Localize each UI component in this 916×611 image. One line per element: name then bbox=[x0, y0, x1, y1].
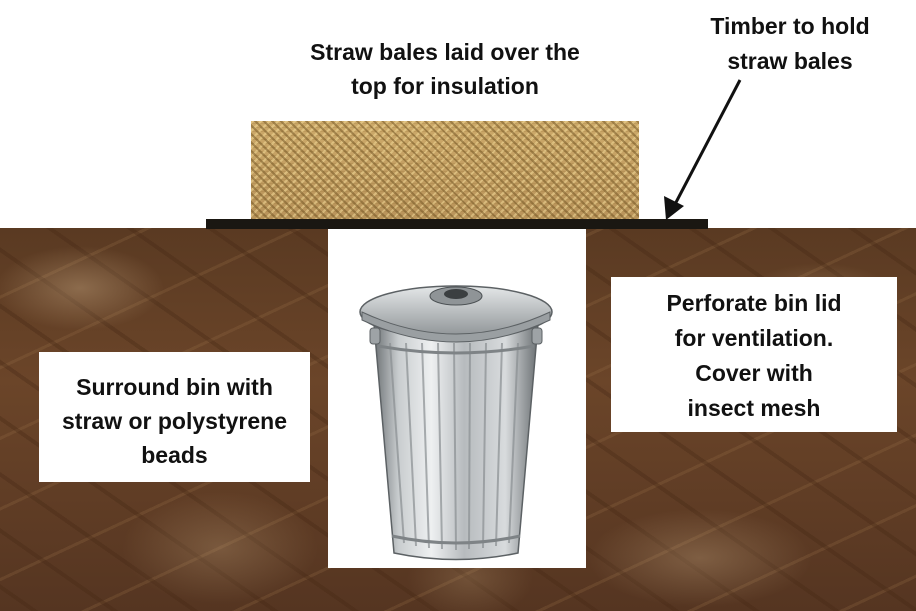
lid-label-box bbox=[611, 277, 897, 432]
timber-beam bbox=[206, 219, 708, 229]
surround-label-box bbox=[39, 352, 310, 482]
timber-label-line: Timber to hold bbox=[710, 13, 870, 39]
straw-bales-label-line: top for insulation bbox=[351, 73, 539, 99]
lid-label-line: Cover with bbox=[695, 360, 813, 386]
timber-label: Timber to hold straw bales bbox=[680, 9, 900, 79]
lid-label-line: Perforate bin lid bbox=[666, 290, 842, 316]
surround-label-line: straw or polystyrene bbox=[62, 408, 287, 434]
straw-bales-label-line: Straw bales laid over the bbox=[310, 39, 580, 65]
straw-bales-label: Straw bales laid over the top for insula… bbox=[270, 35, 620, 103]
lid-label-line: for ventilation. bbox=[674, 325, 834, 351]
lid-label-line: insect mesh bbox=[687, 395, 821, 421]
timber-label-line: straw bales bbox=[727, 48, 853, 74]
lid-label: Perforate bin lid for ventilation. Cover… bbox=[611, 286, 897, 426]
metal-bin-icon bbox=[359, 285, 553, 561]
straw-bale bbox=[251, 121, 639, 220]
surround-label-line: Surround bin with bbox=[76, 374, 273, 400]
surround-label-line: beads bbox=[141, 442, 208, 468]
surround-label: Surround bin with straw or polystyrene b… bbox=[39, 370, 310, 472]
